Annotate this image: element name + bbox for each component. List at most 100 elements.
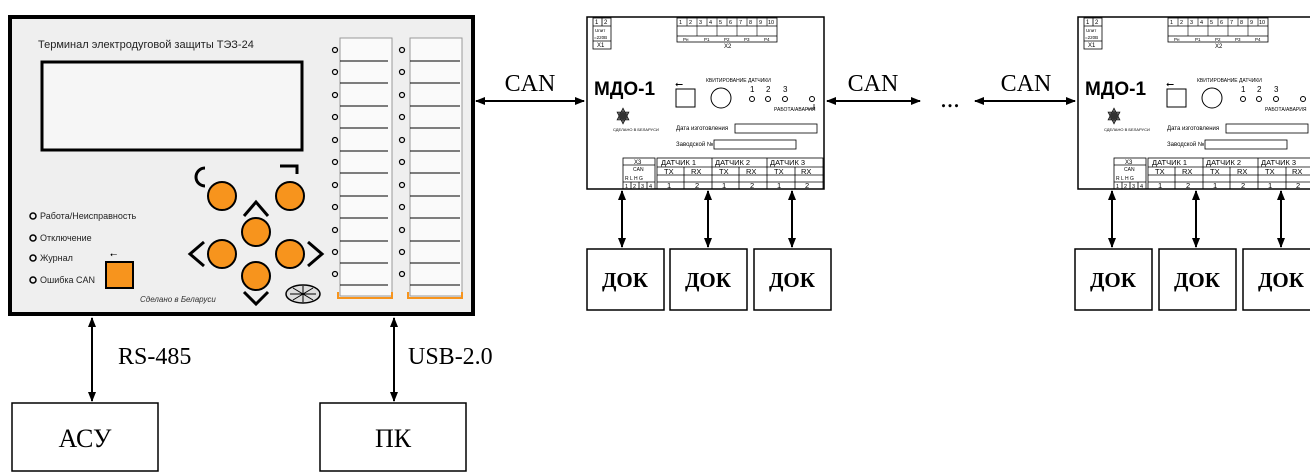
svg-text:RX: RX [1237,167,1247,176]
svg-text:Рн: Рн [1174,37,1180,42]
svg-text:СДЕЛАНО В БЕЛАРУСИ: СДЕЛАНО В БЕЛАРУСИ [613,127,659,132]
terminal-led-list: Работа/Неисправность Отключение Журнал О… [29,211,136,285]
usb-button[interactable] [105,261,134,289]
svg-text:RX: RX [691,167,701,176]
svg-text:1: 1 [1170,20,1173,26]
arrow-down-icon [242,290,270,307]
svg-text:ДОК: ДОК [685,268,732,292]
dok-box: ДОК [753,248,832,311]
svg-text:4: 4 [1140,184,1143,190]
svg-text:ДАТЧИК 2: ДАТЧИК 2 [1206,158,1241,167]
svg-text:1: 1 [625,184,628,190]
label-strip-2 [407,37,463,299]
svg-text:РАБОТА/АВАРИЯ: РАБОТА/АВАРИЯ [774,107,816,113]
svg-text:TX: TX [1265,167,1275,176]
svg-text:2: 2 [689,20,692,26]
svg-text:1: 1 [722,181,726,190]
terminal-keypad [187,164,325,307]
mdo-title: МДО-1 [594,79,655,100]
svg-text:TX: TX [664,167,674,176]
svg-text:1: 1 [1158,181,1162,190]
terminal-made-in: Сделано в Беларуси [140,295,216,304]
rs485-label: RS-485 [118,344,191,370]
svg-text:3: 3 [783,85,788,94]
mdo-title: МДО-1 [1085,79,1146,100]
svg-text:9: 9 [759,20,762,26]
enter-button[interactable] [275,181,305,211]
svg-text:КВИТИРОВАНИЕ: КВИТИРОВАНИЕ [1197,78,1238,84]
svg-text:2: 2 [1095,20,1099,26]
enter-icon [280,164,299,174]
svg-text:Дата изготовления: Дата изготовления [1167,126,1219,132]
svg-text:CAN: CAN [1124,167,1135,173]
svg-text:2: 2 [805,181,809,190]
svg-text:ДАТЧИК 3: ДАТЧИК 3 [770,158,805,167]
svg-text:=220В: =220В [1085,35,1098,40]
svg-text:СДЕЛАНО В БЕЛАРУСИ: СДЕЛАНО В БЕЛАРУСИ [1104,127,1150,132]
emblem-icon [285,284,321,304]
svg-text:ДОК: ДОК [602,268,649,292]
svg-text:7: 7 [739,20,742,26]
svg-text:2: 2 [1241,181,1245,190]
svg-text:X1: X1 [597,43,605,49]
sensor-links [618,190,1285,248]
svg-text:10: 10 [1259,20,1265,26]
pk-box [319,402,467,472]
led-label-can-error: Ошибка CAN [40,275,95,285]
svg-text:Р1: Р1 [1195,37,1201,42]
down-button[interactable] [241,261,271,291]
svg-text:РАБОТА/АВАРИЯ: РАБОТА/АВАРИЯ [1265,107,1307,113]
svg-text:Р2: Р2 [1215,37,1221,42]
svg-text:X1: X1 [1088,43,1096,49]
arrow-right-icon [307,240,325,268]
pk-label: ПК [375,424,412,453]
usb-icon: ⭠ [110,249,117,259]
mdo-ack-button[interactable] [1201,87,1223,109]
svg-text:2: 2 [750,181,754,190]
svg-text:1: 1 [750,85,755,94]
svg-text:RX: RX [1292,167,1302,176]
can-label-3: CAN [1001,71,1052,97]
svg-text:TX: TX [1210,167,1220,176]
svg-text:8: 8 [1240,20,1243,26]
svg-text:Р4: Р4 [1255,37,1261,42]
svg-text:1: 1 [595,20,599,26]
svg-text:1: 1 [1086,20,1090,26]
svg-text:Uпит: Uпит [1086,28,1096,33]
sensor-led-icons [749,96,815,102]
svg-text:Uпит: Uпит [595,28,605,33]
svg-text:1: 1 [1116,184,1119,190]
svg-text:2: 2 [1296,181,1300,190]
svg-text:3: 3 [699,20,702,26]
mdo-ack-button[interactable] [710,87,732,109]
svg-text:4: 4 [649,184,652,190]
right-button[interactable] [275,239,305,269]
svg-text:Р3: Р3 [1235,37,1241,42]
svg-text:Р2: Р2 [724,37,730,42]
svg-text:ДАТЧИК 1: ДАТЧИК 1 [661,158,696,167]
svg-text:9: 9 [1250,20,1253,26]
led-icon [29,212,37,220]
svg-text:TX: TX [719,167,729,176]
svg-text:TX: TX [774,167,784,176]
cancel-button[interactable] [207,181,237,211]
svg-text:ДОК: ДОК [1258,268,1305,292]
svg-text:ДАТЧИКИ: ДАТЧИКИ [1239,78,1262,84]
led-icon [29,276,37,284]
svg-text:1: 1 [667,181,671,190]
svg-text:Рн: Рн [683,37,689,42]
terminal-display [40,60,304,152]
usb-icon: ⭠ [1166,79,1174,90]
up-button[interactable] [241,217,271,247]
svg-text:ДОК: ДОК [1174,268,1221,292]
asu-label: АСУ [59,424,112,453]
svg-text:R L H G: R L H G [625,176,643,182]
svg-text:X3: X3 [1125,160,1133,166]
svg-text:6: 6 [729,20,732,26]
svg-text:2: 2 [1124,184,1127,190]
left-button[interactable] [207,239,237,269]
arrow-up-icon [242,199,270,217]
